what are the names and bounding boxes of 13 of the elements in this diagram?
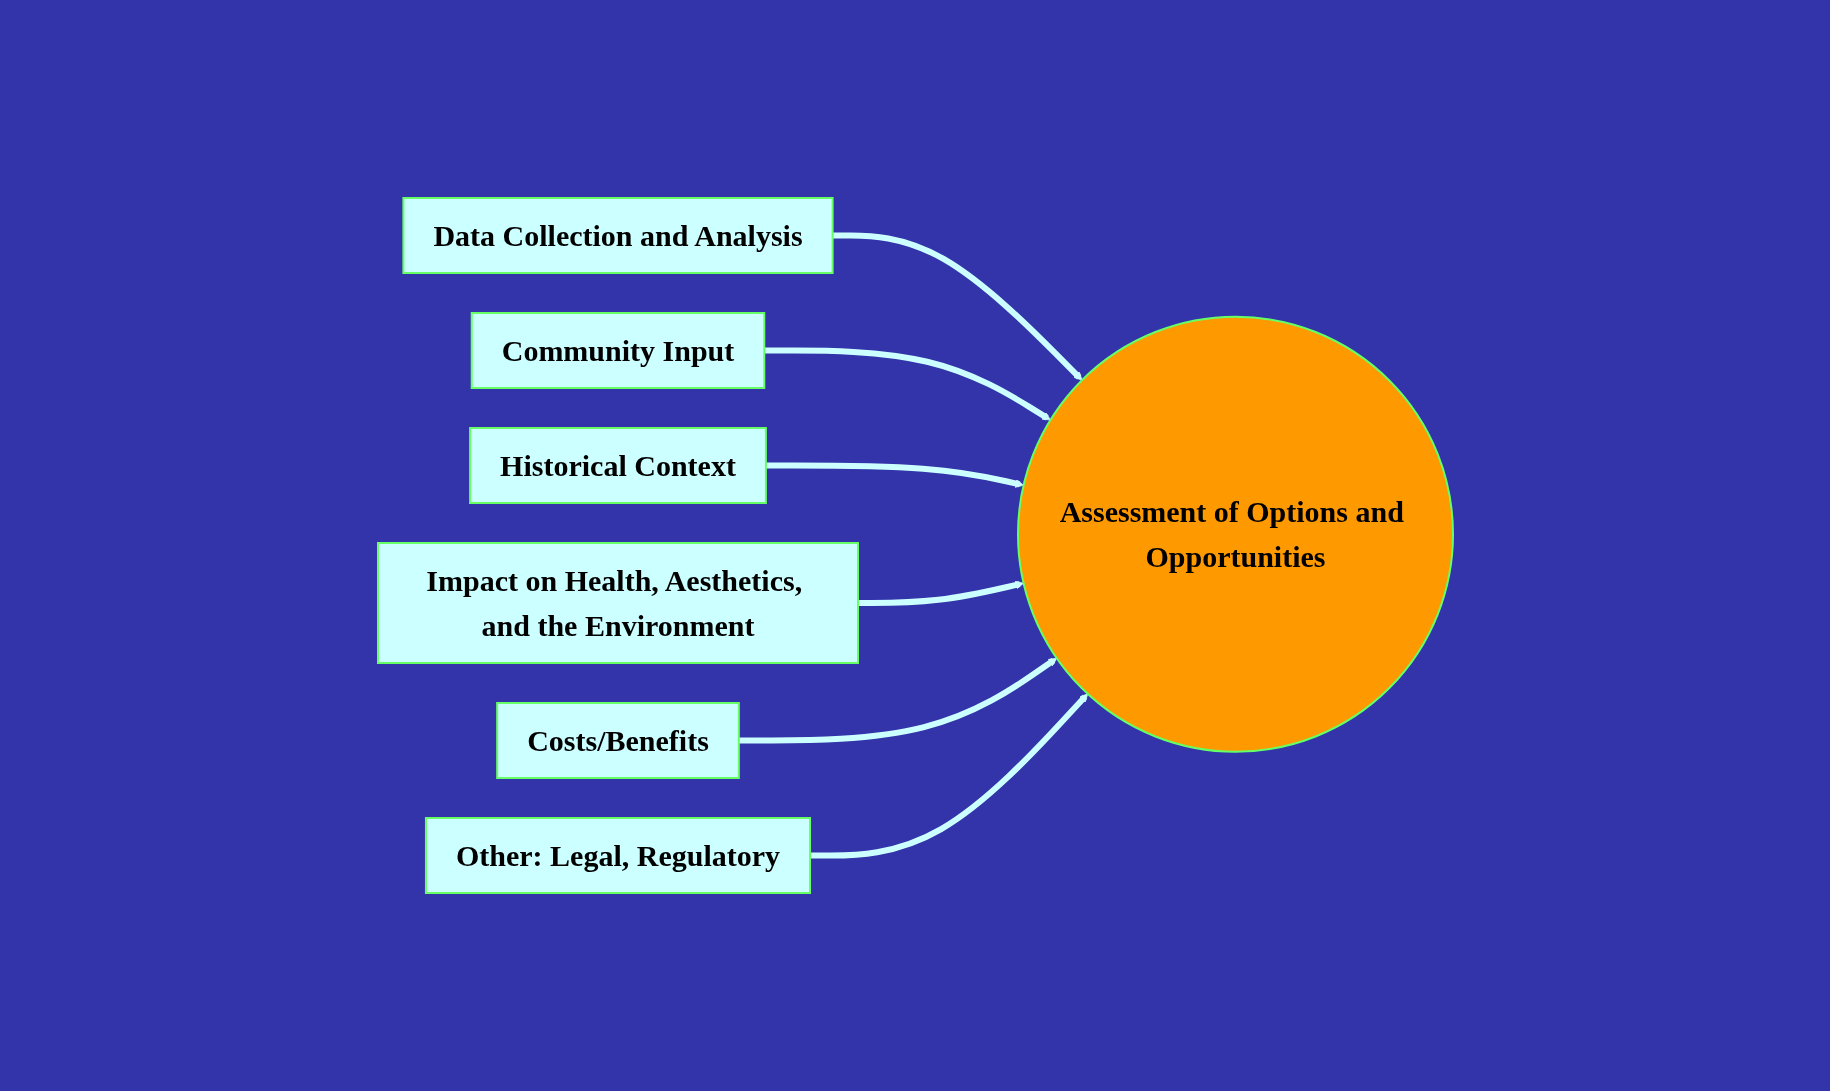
node-box: Historical Context [468, 427, 767, 504]
arrow [763, 347, 1051, 421]
arrow [809, 693, 1088, 859]
node-box: Other: Legal, Regulatory [424, 817, 811, 894]
node-box: Community Input [470, 312, 765, 389]
arrow [832, 232, 1082, 381]
arrow [738, 657, 1057, 744]
node-box: Impact on Health, Aesthetics, and the Environment [376, 542, 859, 664]
node-box: Data Collection and Analysis [401, 197, 834, 274]
arrow [765, 462, 1024, 488]
node-box: Costs/Benefits [495, 702, 740, 779]
arrow [857, 580, 1024, 606]
node-circle: Assessment of Options and Opportunities [1016, 315, 1454, 753]
